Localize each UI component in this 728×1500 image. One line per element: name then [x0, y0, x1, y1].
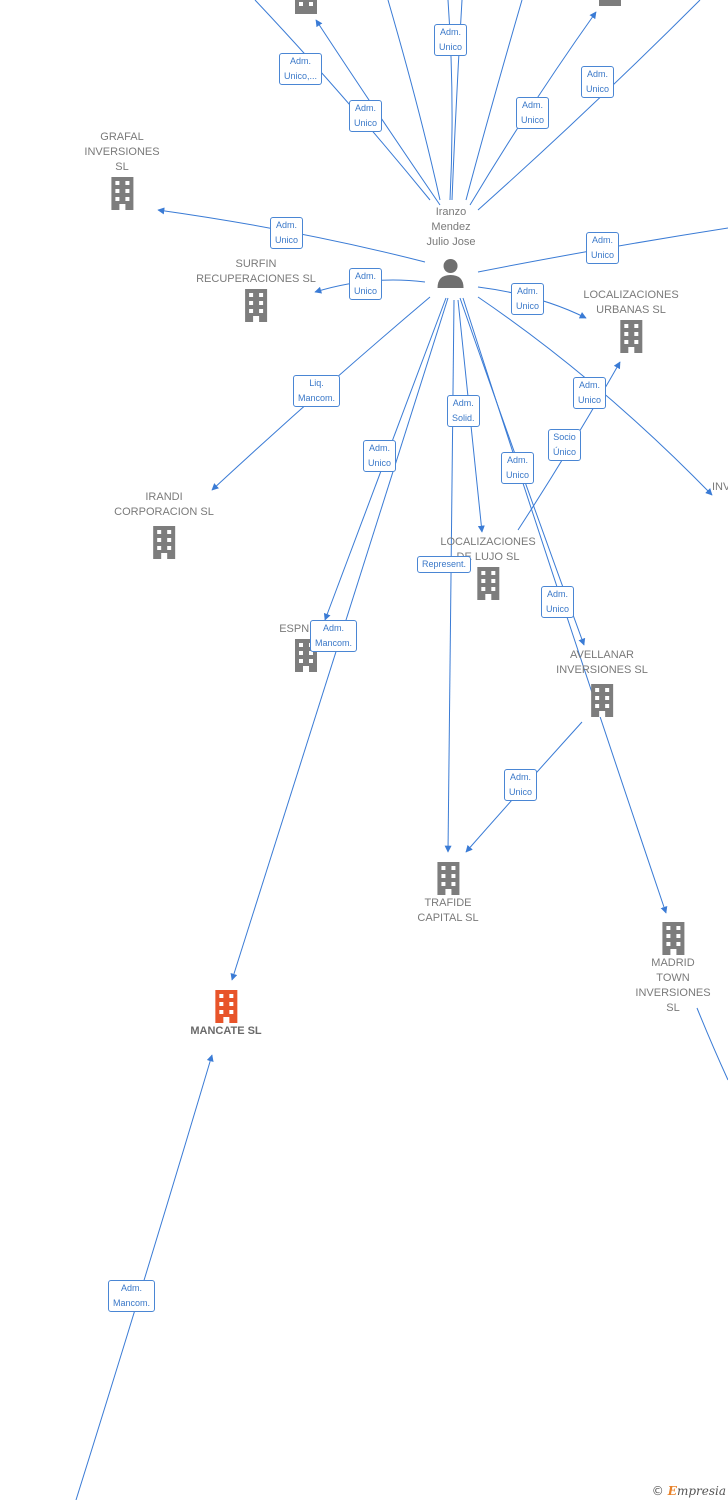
edge-label[interactable]: Adm. Unico [349, 100, 383, 132]
building-icon [619, 320, 642, 353]
edge-label[interactable]: Adm. Unico [573, 377, 607, 409]
edge-label[interactable]: Represent. [417, 556, 472, 573]
building-icon [476, 567, 499, 600]
edge-label[interactable]: Adm. Unico [586, 232, 620, 264]
company-name: AVELLANAR INVERSIONES SL [556, 649, 648, 676]
company-name: MADRID TOWN INVERSIONES SL [635, 957, 711, 1014]
edge-label[interactable]: Adm. Unico [270, 217, 304, 249]
copyright-symbol: © [651, 1484, 664, 1498]
company-name: GRAFAL INVERSIONES SL [84, 131, 160, 173]
building-icon [295, 0, 317, 14]
company-name: LOCALIZACIONES URBANAS SL [583, 289, 679, 316]
company-node-surfin[interactable]: SURFIN RECUPERACIONES SL [196, 257, 316, 323]
edge-label[interactable]: Adm. Unico [501, 452, 535, 484]
edge-label[interactable]: Adm. Unico [511, 283, 545, 315]
company-node-grafal[interactable]: GRAFAL INVERSIONES SL [84, 130, 160, 211]
edge-line [254, 0, 431, 201]
company-node-madrid-town[interactable]: MADRID TOWN INVERSIONES SL [635, 920, 711, 1016]
building-icon [245, 289, 267, 322]
building-icon [436, 862, 459, 895]
company-node-localizaciones-lujo[interactable]: LOCALIZACIONES DE LUJO SL [440, 535, 536, 601]
edge-label[interactable]: Adm. Mancom. [310, 620, 358, 652]
building-icon [590, 684, 613, 717]
person-node[interactable]: Iranzo Mendez Julio Jose [426, 205, 476, 290]
edge-line [75, 1054, 214, 1500]
building-icon [214, 990, 237, 1023]
edge-label[interactable]: Liq. Mancom. [293, 375, 341, 407]
person-name: Iranzo Mendez Julio Jose [426, 206, 476, 248]
edge-label[interactable]: Adm. Solid. [447, 395, 480, 427]
company-node-mancate[interactable]: MANCATE SL [190, 988, 262, 1039]
company-name: TRAFIDE CAPITAL SL [417, 897, 479, 924]
building-icon [152, 526, 175, 559]
company-name: LOCALIZACIONES DE LUJO SL [440, 536, 536, 563]
edge-label[interactable]: Adm. Unico,... [279, 53, 323, 85]
edge-label[interactable]: Adm. Unico [349, 268, 383, 300]
edge-label[interactable]: Adm. Unico [363, 440, 397, 472]
edge-label[interactable]: Adm. Unico [504, 769, 538, 801]
footer-brand[interactable]: ©Empresia [652, 1484, 726, 1498]
company-name: IRANDI CORPORACION SL [114, 491, 214, 518]
building-icon [599, 0, 621, 6]
person-icon [437, 259, 464, 288]
edge-label[interactable]: Socio Único [548, 429, 582, 461]
edge-line [696, 1007, 728, 1081]
edge-label[interactable]: Adm. Unico [541, 586, 575, 618]
brand-name: mpresia [676, 1484, 726, 1498]
brand-initial: E [667, 1484, 677, 1498]
edge-line [477, 0, 701, 211]
company-name: MANCATE SL [190, 1025, 262, 1037]
company-node-localizaciones-urbanas[interactable]: LOCALIZACIONES URBANAS SL [583, 288, 679, 354]
edge-label[interactable]: Adm. Unico [516, 97, 550, 129]
company-name: SURFIN RECUPERACIONES SL [196, 258, 316, 285]
edge-label[interactable]: Adm. Mancom. [108, 1280, 156, 1312]
building-icon [111, 177, 133, 210]
edge-line [465, 0, 523, 201]
company-node-avellanar[interactable]: AVELLANAR INVERSIONES SL [556, 648, 648, 718]
edge-line [387, 0, 441, 201]
company-node-trafide[interactable]: TRAFIDE CAPITAL SL [417, 860, 479, 926]
company-node-irandi[interactable]: IRANDI CORPORACION SL [114, 490, 214, 560]
edge-label[interactable]: Adm. Unico [434, 24, 468, 56]
edge-label[interactable]: Adm. Unico [581, 66, 615, 98]
company-name-partial: INV [712, 481, 728, 493]
building-icon [662, 922, 684, 955]
